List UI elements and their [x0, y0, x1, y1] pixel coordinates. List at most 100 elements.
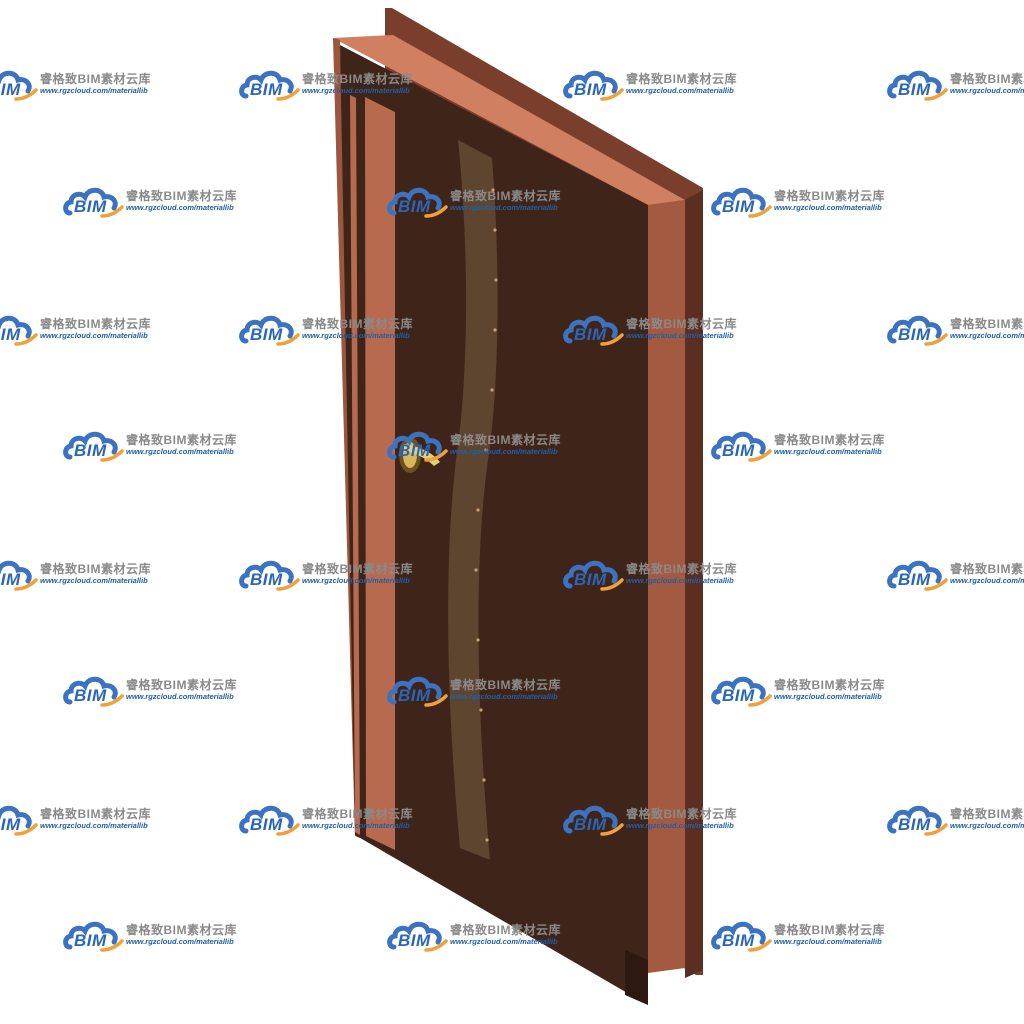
watermark-url: www.rgzcloud.com/materiallib [626, 576, 734, 585]
watermark-title: 睿格致BIM素材云库 [950, 807, 1024, 821]
watermark-logo-text: BIM [0, 570, 21, 589]
watermark-logo-text: BIM [0, 815, 21, 834]
watermark-title: 睿格致BIM素材云库 [126, 923, 237, 937]
watermark-title: 睿格致BIM素材云库 [450, 678, 561, 692]
watermark-logo-text: BIM [74, 197, 107, 216]
cloud-logo-icon [563, 315, 624, 346]
cloud-logo-icon [0, 70, 38, 101]
watermark-url: www.rgzcloud.com/materiallib [774, 447, 882, 456]
cloud-logo-icon [887, 805, 948, 836]
watermark-title: 睿格致BIM素材云库 [40, 562, 151, 576]
watermark-logo-text: BIM [74, 931, 107, 950]
watermark-logo-text: BIM [398, 686, 431, 705]
cloud-logo-icon [63, 676, 124, 707]
watermark-url: www.rgzcloud.com/materiallib [40, 821, 148, 830]
watermark-logo-text: BIM [574, 570, 607, 589]
watermark-logo-text: BIM [250, 815, 283, 834]
cloud-logo-icon [563, 70, 624, 101]
cloud-logo-icon [0, 805, 38, 836]
watermark-url: www.rgzcloud.com/materiallib [126, 203, 234, 212]
watermark-url: www.rgzcloud.com/materiallib [302, 821, 410, 830]
door-slab [340, 45, 648, 1005]
watermark-url: www.rgzcloud.com/materiallib [40, 86, 148, 95]
watermark-logo-text: BIM [398, 931, 431, 950]
watermark-url: www.rgzcloud.com/materiallib [774, 692, 882, 701]
watermark-title: 睿格致BIM素材云库 [626, 562, 737, 576]
watermark-url: www.rgzcloud.com/materiallib [450, 692, 558, 701]
cloud-logo-icon [63, 187, 124, 218]
cloud-logo-icon [711, 676, 772, 707]
watermark-logo-text: BIM [722, 197, 755, 216]
watermark-title: 睿格致BIM素材云库 [40, 317, 151, 331]
watermark-logo-text: BIM [250, 570, 283, 589]
watermark-logo-text: BIM [74, 441, 107, 460]
watermark-logo-text: BIM [574, 80, 607, 99]
watermark-title: 睿格致BIM素材云库 [450, 433, 561, 447]
watermark-title: 睿格致BIM素材云库 [950, 72, 1024, 86]
watermark-url: www.rgzcloud.com/materiallib [950, 331, 1024, 340]
watermark-title: 睿格致BIM素材云库 [450, 923, 561, 937]
watermark-title: 睿格致BIM素材云库 [774, 923, 885, 937]
watermark-logo-text: BIM [574, 325, 607, 344]
watermark-logo-text: BIM [74, 686, 107, 705]
cloud-logo-icon [239, 805, 300, 836]
watermark-url: www.rgzcloud.com/materiallib [302, 331, 410, 340]
cloud-logo-icon [239, 70, 300, 101]
cloud-logo-icon [711, 431, 772, 462]
watermark-logo-text: BIM [722, 931, 755, 950]
inlay-studs [474, 188, 498, 842]
watermark-logo-text: BIM [898, 570, 931, 589]
watermark-title: 睿格致BIM素材云库 [40, 72, 151, 86]
bim-watermark: BIM 睿格致BIM素材云库www.rgzcloud.com/materialli… [0, 801, 166, 841]
watermark-title: 睿格致BIM素材云库 [126, 678, 237, 692]
cloud-logo-icon [711, 187, 772, 218]
watermark-title: 睿格致BIM素材云库 [302, 317, 413, 331]
watermark-title: 睿格致BIM素材云库 [950, 562, 1024, 576]
cloud-logo-icon [887, 315, 948, 346]
cloud-logo-icon [387, 921, 448, 952]
watermark-title: 睿格致BIM素材云库 [626, 317, 737, 331]
door-frame-right-edge [685, 190, 703, 978]
watermark-url: www.rgzcloud.com/materiallib [626, 821, 734, 830]
watermark-url: www.rgzcloud.com/materiallib [626, 86, 734, 95]
watermark-logo-text: BIM [250, 80, 283, 99]
watermark-title: 睿格致BIM素材云库 [626, 72, 737, 86]
watermark-title: 睿格致BIM素材云库 [450, 189, 561, 203]
watermark-title: 睿格致BIM素材云库 [626, 807, 737, 821]
watermark-url: www.rgzcloud.com/materiallib [450, 447, 558, 456]
watermark-logo-text: BIM [574, 815, 607, 834]
watermark-url: www.rgzcloud.com/materiallib [302, 86, 410, 95]
cloud-logo-icon [0, 560, 38, 591]
watermark-url: www.rgzcloud.com/materiallib [126, 937, 234, 946]
watermark-title: 睿格致BIM素材云库 [302, 807, 413, 821]
door-frame-top [333, 35, 685, 205]
cloud-logo-icon [63, 431, 124, 462]
watermark-logo-text: BIM [898, 815, 931, 834]
watermark-url: www.rgzcloud.com/materiallib [626, 331, 734, 340]
watermark-title: 睿格致BIM素材云库 [774, 678, 885, 692]
bim-watermark: BIM睿格致BIM素材云库www.rgzcloud.com/materialli… [0, 66, 166, 106]
watermark-url: www.rgzcloud.com/materiallib [774, 937, 882, 946]
watermark-url: www.rgzcloud.com/materiallib [950, 821, 1024, 830]
watermark-title: 睿格致BIM素材云库 [302, 562, 413, 576]
cloud-logo-icon [563, 560, 624, 591]
watermark-logo-text: BIM [898, 80, 931, 99]
watermark-logo-text: BIM [250, 325, 283, 344]
bim-watermark: BIM 睿格致BIM素材云库www.rgzcloud.com/materialli… [886, 801, 1024, 841]
watermark-title: 睿格致BIM素材云库 [126, 189, 237, 203]
watermark-url: www.rgzcloud.com/materiallib [950, 576, 1024, 585]
watermark-title: 睿格致BIM素材云库 [40, 807, 151, 821]
watermark-url: www.rgzcloud.com/materiallib [40, 331, 148, 340]
watermark-title: 睿格致BIM素材云库 [774, 189, 885, 203]
door-frame-right-jamb [648, 200, 685, 973]
door-frame-left-stripe [350, 95, 360, 835]
watermark-logo-text: BIM [398, 197, 431, 216]
cloud-logo-icon [563, 805, 624, 836]
